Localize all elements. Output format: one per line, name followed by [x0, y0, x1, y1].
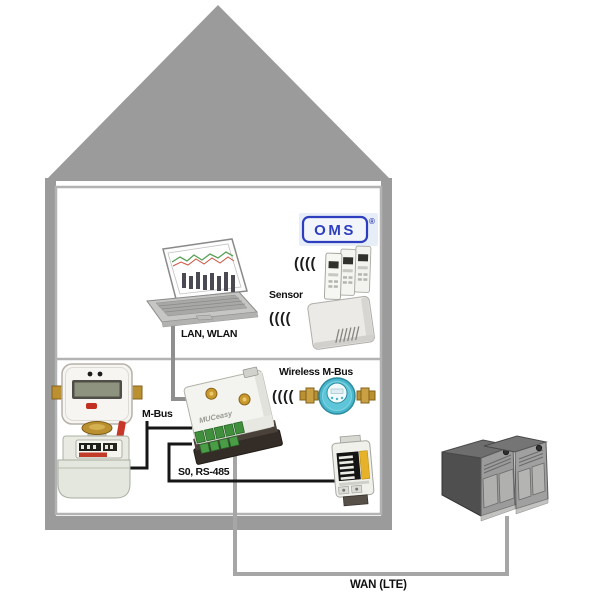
laptop-touchpad	[195, 314, 214, 321]
laptop-chart-bars	[182, 272, 235, 292]
label-s0-rs485: S0, RS-485	[178, 466, 230, 478]
radio-wave-icon: ((((	[272, 388, 294, 405]
label-wireless-m-bus: Wireless M-Bus	[279, 366, 353, 378]
mbus-gateway: MUCeasy	[183, 366, 283, 465]
power-button-icon	[535, 444, 543, 452]
wires	[119, 312, 509, 576]
oms-logo: OMS ®	[299, 213, 378, 246]
radio-wave-icon: ((((	[269, 310, 291, 327]
lan-line	[171, 312, 190, 401]
oms-logo-text: OMS	[314, 222, 356, 239]
meter-button	[86, 403, 97, 409]
heat-meter	[51, 363, 143, 446]
heat-cost-allocators	[324, 245, 372, 300]
water-meter	[299, 377, 376, 415]
floor	[45, 516, 392, 530]
wan-line	[233, 452, 509, 576]
laptop-chart-green-line	[171, 251, 234, 263]
terminal-block-icon	[194, 421, 245, 454]
sensor-vent-slots	[335, 326, 360, 343]
label-wan-lte: WAN (LTE)	[350, 579, 407, 591]
roof	[45, 5, 392, 181]
registered-trademark-icon: ®	[369, 217, 375, 226]
left-wall	[45, 178, 56, 530]
house-structure	[45, 5, 392, 530]
label-sensor: Sensor	[269, 289, 303, 301]
label-lan-wlan: LAN, WLAN	[181, 328, 237, 340]
right-wall	[381, 178, 392, 530]
laptop-chart-red-line	[172, 256, 235, 267]
oms-logo-border	[301, 215, 369, 244]
room-sensor	[307, 295, 375, 350]
gas-meter	[57, 421, 131, 499]
din-electricity-meter	[331, 434, 375, 507]
label-m-bus: M-Bus	[142, 408, 173, 420]
laptop	[146, 238, 259, 328]
s0-rs485-line	[167, 442, 340, 483]
servers	[441, 435, 549, 522]
radio-wave-icon: ((((	[294, 255, 316, 272]
